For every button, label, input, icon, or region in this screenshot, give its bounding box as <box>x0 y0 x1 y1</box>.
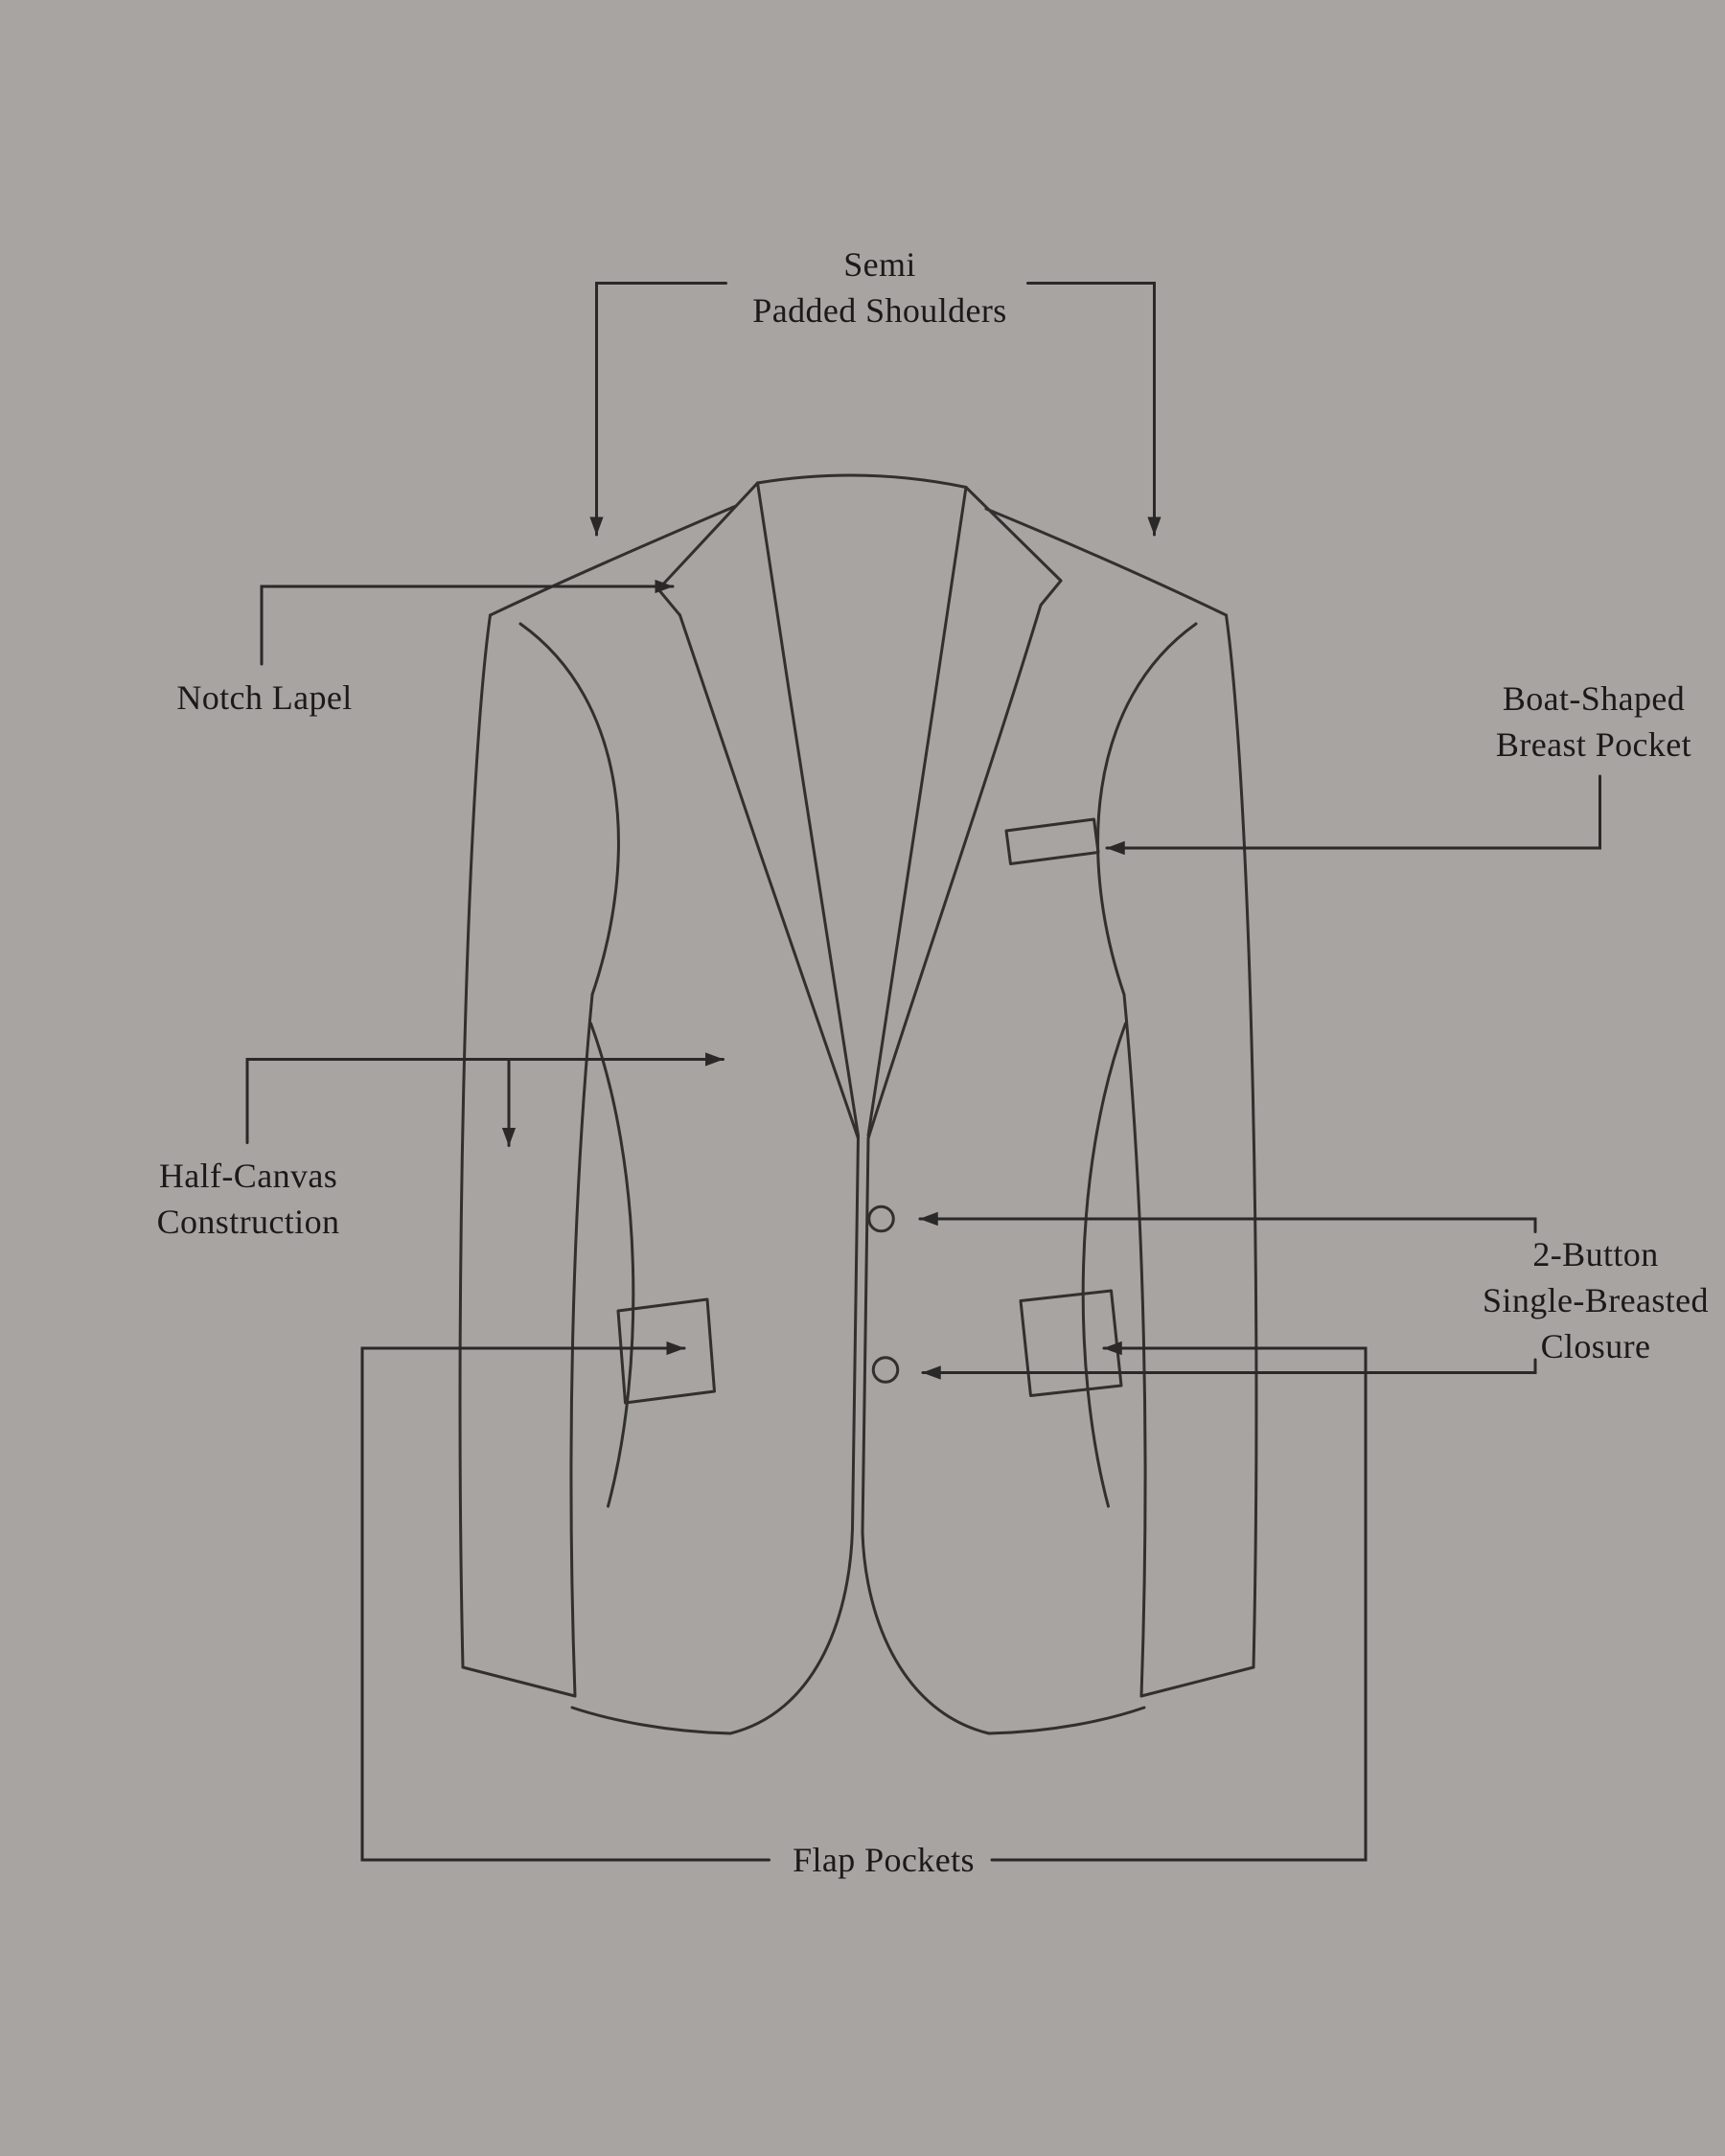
left-collar-edge <box>656 481 759 591</box>
label-boat-shaped-breast-pocket: Boat-Shaped Breast Pocket <box>1450 676 1725 768</box>
label-line: 2-Button <box>1532 1235 1659 1273</box>
leader-flap-pocket-right <box>990 1341 1368 1862</box>
right-collar-edge <box>964 486 1063 583</box>
leader-closure-bottom-button <box>921 1358 1537 1380</box>
leader-breast-pocket <box>1105 774 1601 856</box>
center-front-right-edge <box>861 1136 870 1534</box>
leader-shoulders-left <box>589 282 727 537</box>
left-sleeve-outer <box>458 613 492 1669</box>
label-line: Flap Pockets <box>793 1841 975 1879</box>
label-semi-padded-shoulders: Semi Padded Shoulders <box>736 241 1024 333</box>
left-sleeve-cuff <box>461 1665 577 1698</box>
label-line: Boat-Shaped <box>1502 679 1686 718</box>
label-line: Half-Canvas <box>158 1157 338 1195</box>
leader-half-canvas <box>245 1052 724 1144</box>
breast-pocket-welt <box>1004 817 1100 865</box>
right-front-hem <box>861 1530 1146 1735</box>
jacket-drawing <box>458 473 1258 1735</box>
label-notch-lapel: Notch Lapel <box>121 675 408 721</box>
right-side-body-seam <box>1081 1021 1127 1508</box>
right-sleeve-inner <box>1122 993 1147 1698</box>
leader-flap-pocket-left <box>360 1341 770 1862</box>
label-line: Notch Lapel <box>176 678 353 717</box>
left-side-body-seam <box>589 1021 635 1508</box>
right-sleeve-cuff <box>1139 1665 1255 1698</box>
label-line: Padded Shoulders <box>752 291 1007 330</box>
label-line: Single-Breasted <box>1483 1281 1709 1319</box>
left-lapel-roll-line <box>756 481 860 1137</box>
label-line: Construction <box>156 1203 340 1241</box>
left-shoulder-seam <box>489 504 738 617</box>
leader-shoulders-right <box>1026 282 1162 537</box>
button-top <box>867 1204 895 1233</box>
label-line: Closure <box>1540 1327 1651 1365</box>
right-lapel-edge <box>866 604 1043 1140</box>
collar-back-line <box>756 473 968 489</box>
center-front-left-edge <box>851 1134 860 1531</box>
left-notch-cut <box>656 587 681 617</box>
label-flap-pockets: Flap Pockets <box>740 1837 1027 1883</box>
label-half-canvas-construction: Half-Canvas Construction <box>104 1153 392 1245</box>
left-lapel-edge <box>678 613 860 1140</box>
label-line: Breast Pocket <box>1495 725 1692 764</box>
label-line: Semi <box>843 245 916 284</box>
right-notch-cut <box>1039 579 1063 607</box>
leader-notch-lapel <box>260 579 675 666</box>
right-armhole <box>1096 622 1198 997</box>
right-lapel-roll-line <box>866 486 968 1137</box>
flap-pocket-left <box>616 1297 716 1405</box>
annotation-leaders <box>245 282 1601 1862</box>
label-two-button-closure: 2-Button Single-Breasted Closure <box>1452 1231 1725 1369</box>
right-shoulder-seam <box>984 507 1228 617</box>
flap-pocket-right <box>1019 1289 1123 1397</box>
left-armhole <box>518 622 620 997</box>
left-sleeve-inner <box>569 993 594 1698</box>
button-bottom <box>871 1356 900 1384</box>
left-front-hem <box>570 1527 854 1735</box>
leader-closure-top-button <box>918 1211 1537 1233</box>
right-sleeve-outer <box>1225 613 1258 1669</box>
